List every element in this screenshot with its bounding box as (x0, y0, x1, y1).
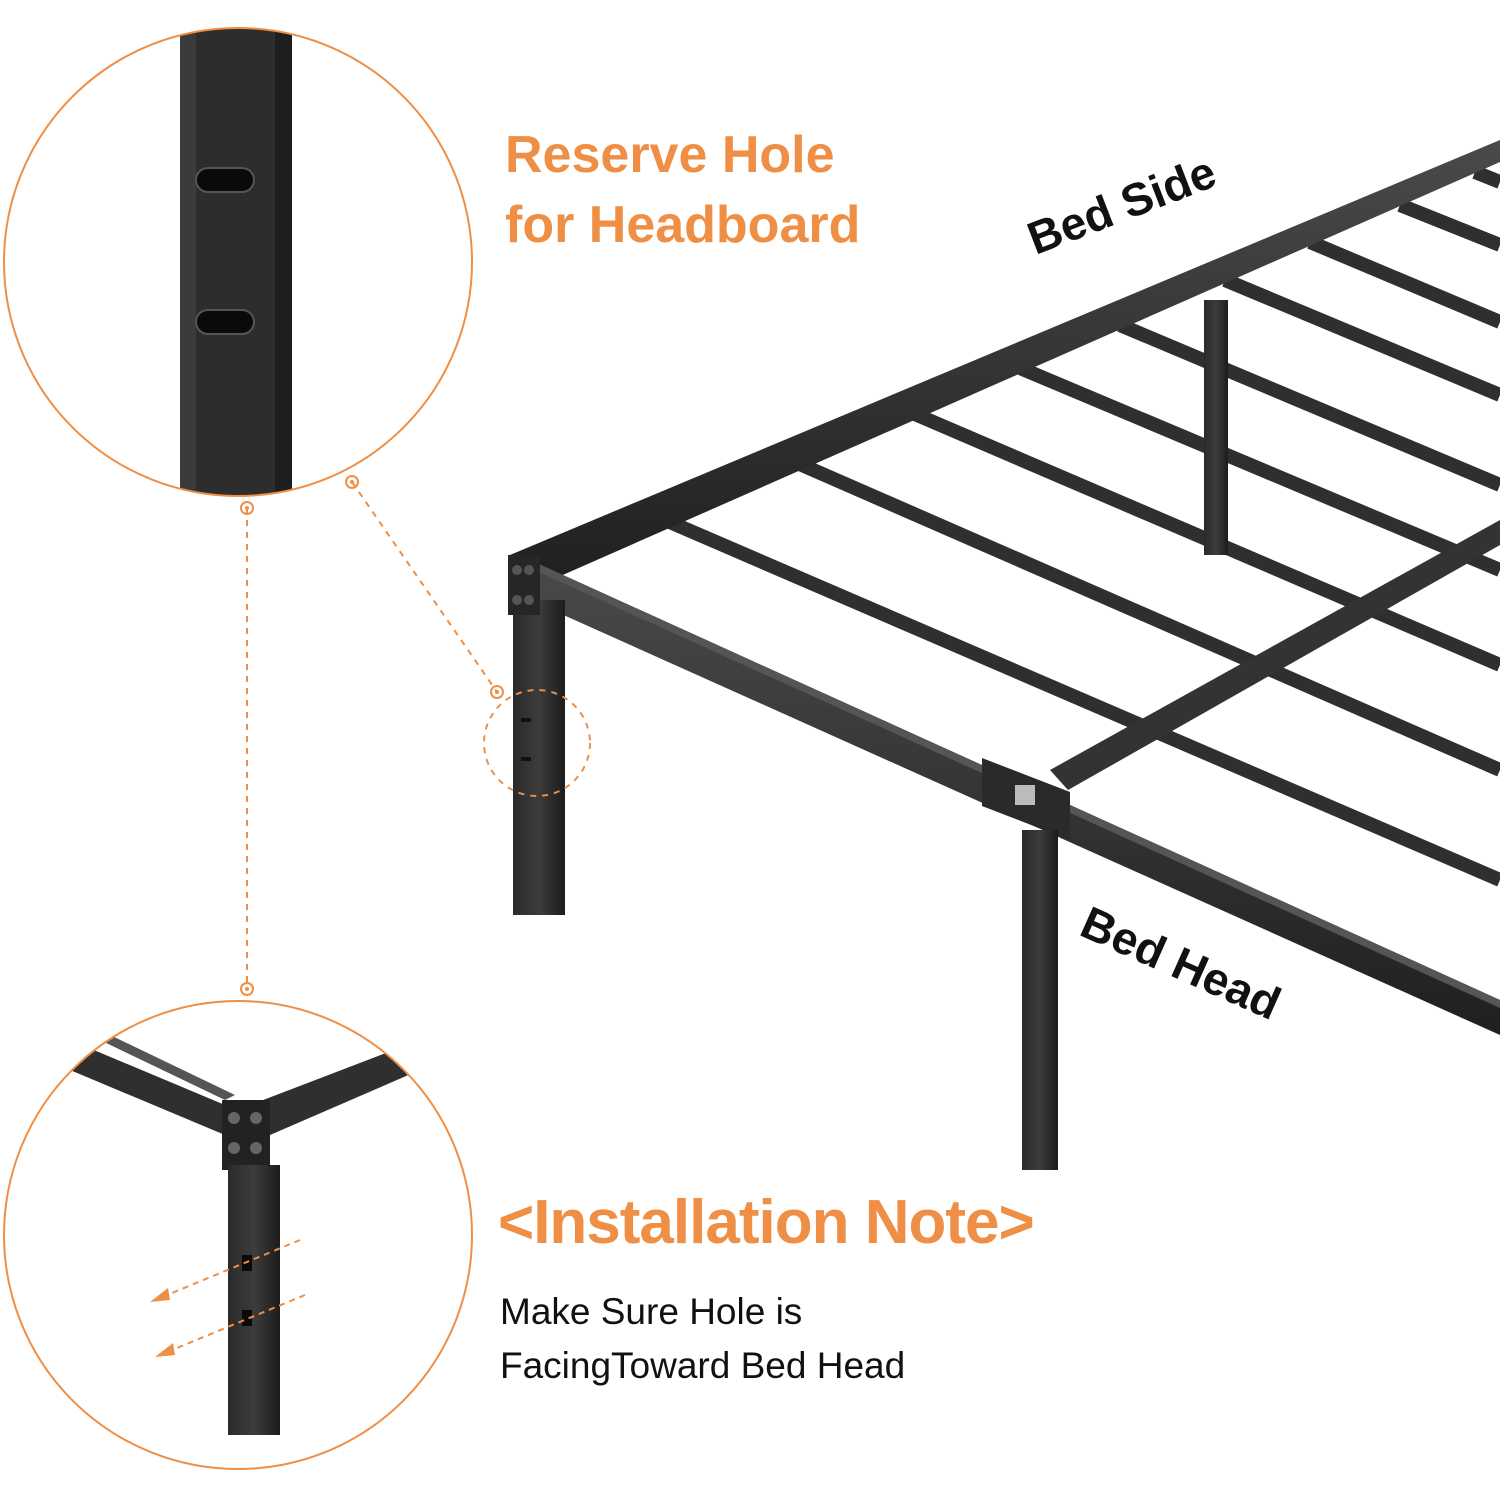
reserve-hole-title-line1: Reserve Hole (505, 126, 835, 184)
installation-note-line2: FacingToward Bed Head (500, 1345, 906, 1386)
back-leg (1204, 300, 1228, 555)
side-rail (510, 140, 1500, 585)
reserve-hole-title-line2: for Headboard (505, 196, 861, 254)
center-leg (1022, 830, 1058, 1170)
callout-leader-lines (246, 481, 591, 985)
corner-leg (513, 600, 565, 915)
installation-note-line1: Make Sure Hole is (500, 1291, 803, 1332)
installation-note-title: <Installation Note> (498, 1188, 1035, 1257)
zoom-circle-reserve-hole (4, 28, 472, 496)
center-rail (1050, 520, 1500, 790)
zoom-circle-installation (4, 1001, 472, 1469)
